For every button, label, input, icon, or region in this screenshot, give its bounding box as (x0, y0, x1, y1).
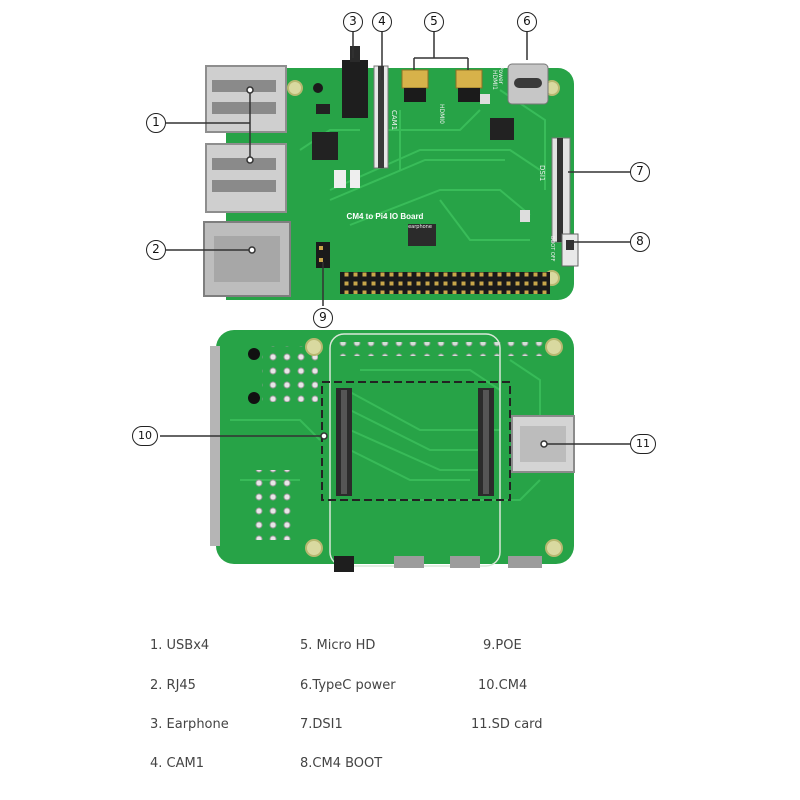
cam-label: CAM1 (390, 110, 398, 130)
micro-hdmi-1 (455, 69, 483, 89)
callout-10: 10 (132, 426, 158, 446)
callout-9: 9 (313, 308, 333, 328)
earphone-jack (342, 60, 368, 118)
callout-1: 1 (146, 113, 166, 133)
callout-7: 7 (630, 162, 650, 182)
legend-micro-hdmi: 5. Micro HD (300, 638, 376, 653)
legend-cm4: 10.CM4 (478, 678, 528, 693)
hdmi1-label: HDMI1 (491, 70, 498, 90)
cm4-area (321, 381, 511, 501)
callout-lines (160, 32, 630, 448)
legend-cm4-boot: 8.CM4 BOOT (300, 756, 383, 771)
callout-8: 8 (630, 232, 650, 252)
power-label: Power (497, 66, 504, 85)
hdmi0-label: HDMI0 (438, 104, 445, 124)
micro-hdmi-0 (401, 69, 429, 89)
dsi-label: DSI1 (538, 165, 546, 181)
callout-5: 5 (424, 12, 444, 32)
top-board: HDMI0 HDMI1 Power DSI1 CAM1 BOOT OFF (203, 46, 579, 300)
legend-typec-power: 6.TypeC power (300, 678, 396, 693)
legend-earphone: 3. Earphone (150, 717, 229, 732)
legend-usb: 1. USBx4 (150, 638, 210, 653)
callout-4: 4 (372, 12, 392, 32)
boot-label: BOOT OFF (549, 236, 555, 262)
callout-3: 3 (343, 12, 363, 32)
usb-ports (205, 65, 287, 213)
legend-cam1: 4. CAM1 (150, 756, 204, 771)
callout-11: 11 (630, 434, 656, 454)
legend-rj45: 2. RJ45 (150, 678, 196, 693)
earphone-label: earphone (408, 224, 432, 230)
legend-sd-card: 11.SD card (471, 717, 543, 732)
callout-6: 6 (517, 12, 537, 32)
legend-dsi1: 7.DSI1 (300, 717, 343, 732)
callout-2: 2 (146, 240, 166, 260)
chip (312, 132, 338, 160)
bottom-board (210, 330, 575, 572)
gpio-header (340, 272, 550, 294)
board-title: CM4 to Pi4 IO Board (347, 212, 424, 221)
legend-poe: 9.POE (483, 638, 522, 653)
